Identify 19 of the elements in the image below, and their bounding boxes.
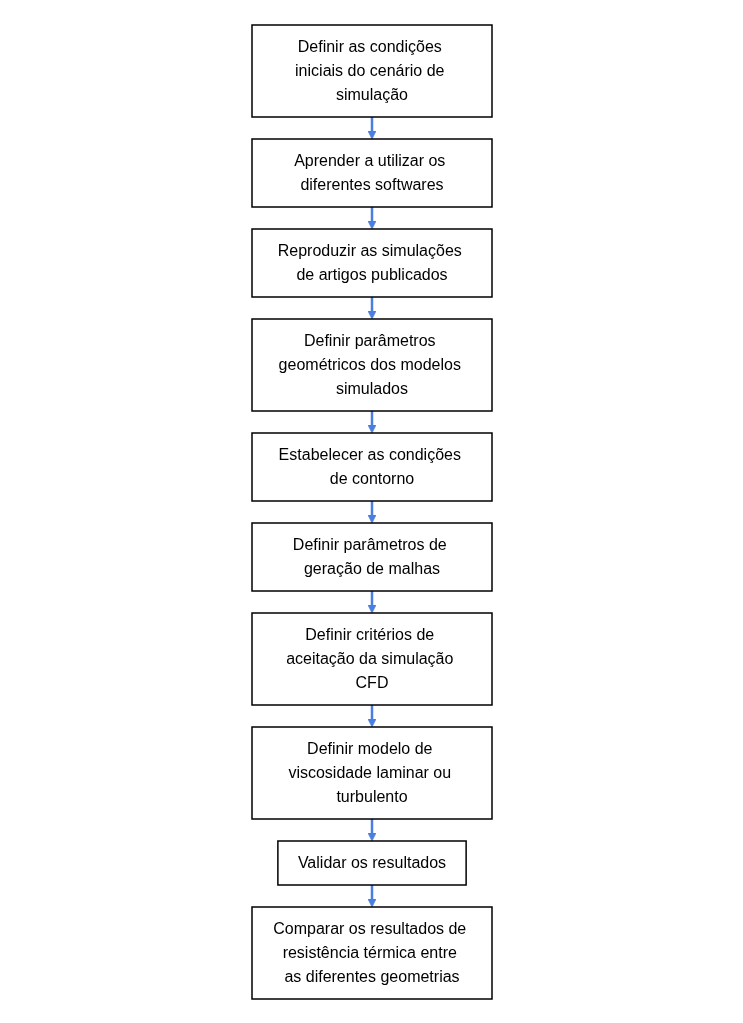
- node-box: Definir parâmetros de geração de malhas: [250, 521, 493, 592]
- node-box: Definir modelo de viscosidade laminar ou turbulento: [250, 725, 493, 820]
- arrow: [367, 410, 376, 433]
- arrow: [367, 884, 376, 907]
- node-box: Comparar os resultados de resistência térmica entre as diferentes geometrias: [250, 905, 493, 1000]
- arrow: [367, 590, 376, 613]
- arrow: [367, 818, 376, 841]
- arrow: [367, 206, 376, 229]
- node-box: Validar os resultados: [276, 839, 467, 886]
- node-box: Definir parâmetros geométricos dos modelos simulados: [250, 317, 493, 412]
- arrow: [367, 296, 376, 319]
- node-box: Definir critérios de aceitação da simulação CFD: [250, 611, 493, 706]
- arrow: [367, 500, 376, 523]
- arrow: [367, 116, 376, 139]
- arrow: [367, 704, 376, 727]
- node-box: Aprender a utilizar os diferentes softwares: [250, 137, 493, 208]
- node-box: Estabelecer as condições de contorno: [250, 431, 493, 502]
- node-box: Reproduzir as simulações de artigos publicados: [250, 227, 493, 298]
- node-box: Definir as condições iniciais do cenário de simulação: [250, 23, 493, 118]
